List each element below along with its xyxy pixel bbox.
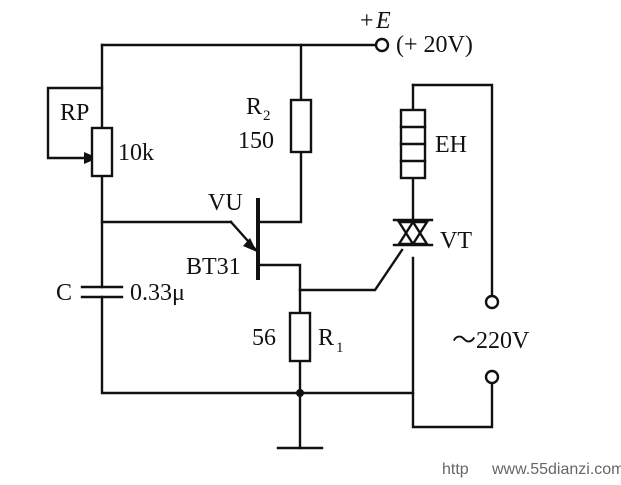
triac-triangle-up — [396, 219, 430, 246]
junction-dot — [296, 389, 304, 397]
r2-resistor — [289, 98, 313, 154]
vt-label: VT — [440, 228, 472, 254]
base1-wire — [256, 263, 302, 315]
r2-value-label: 150 — [238, 128, 274, 154]
r2-label: R — [246, 94, 262, 120]
watermark-prefix: http — [442, 461, 469, 478]
r2-subscript: 2 — [263, 108, 271, 124]
rp-bypass-wire — [46, 86, 104, 160]
triac-bottom-wire — [411, 256, 494, 429]
vu-label: VU — [208, 190, 243, 216]
r2-bottom-wire — [256, 150, 303, 224]
ac-source-label: ～220V — [452, 328, 530, 354]
c-label: C — [56, 280, 72, 306]
ac-top-wire — [411, 83, 494, 298]
bt31-label: BT31 — [186, 254, 241, 280]
rp-label: RP — [60, 100, 89, 126]
r1-subscript: 1 — [336, 340, 344, 356]
r1-value-label: 56 — [252, 325, 276, 351]
ac-terminal-top — [484, 294, 500, 310]
eh-label: EH — [435, 132, 467, 158]
plus-e-terminal — [374, 37, 390, 53]
supply-plus-label: + — [360, 8, 374, 34]
r1-resistor — [288, 311, 312, 363]
supply-e-label: E — [375, 8, 391, 34]
triac-triangle-down — [396, 220, 430, 247]
rp-resistor — [90, 126, 114, 178]
left-rail-bottom-wire — [100, 295, 415, 395]
watermark-site: www.55dianzi.com — [491, 461, 621, 478]
r1-label: R — [318, 325, 334, 351]
gate-wire — [298, 248, 404, 292]
ujt-emitter-arrow — [243, 238, 257, 252]
c-value-label: 0.33μ — [130, 280, 185, 306]
supply-voltage-label: (+ 20V) — [396, 32, 473, 58]
rp-value-label: 10k — [118, 140, 154, 166]
ac-terminal-bottom — [484, 369, 500, 385]
